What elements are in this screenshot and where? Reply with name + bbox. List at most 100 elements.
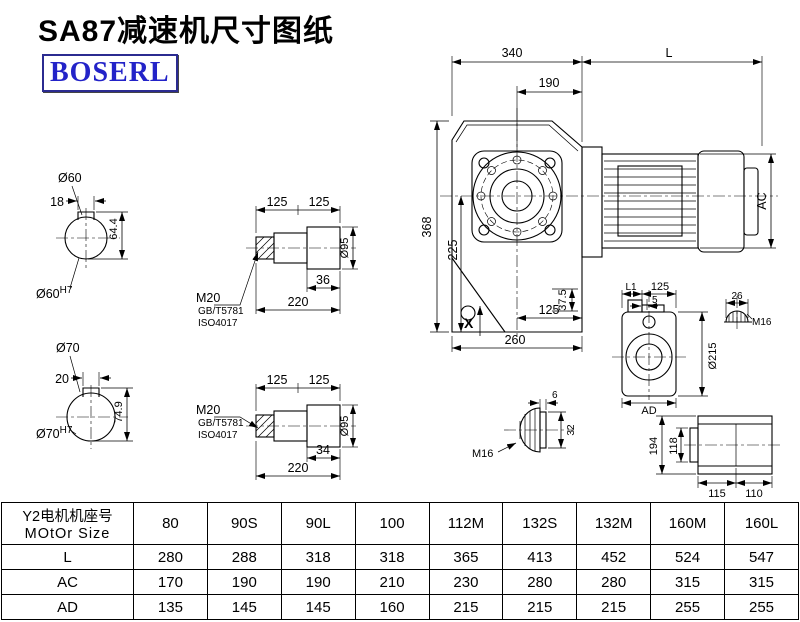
dim-5: 5 [652,295,658,306]
cell: 215 [502,594,578,620]
shaft-view-top: 125 125 36 220 Ø95 M20 GB/T5781 ISO4017 [196,195,358,329]
dim-125b-bottom: 125 [309,373,330,387]
dim-125-side: 125 [651,281,669,293]
cell: 288 [206,544,282,570]
cell: 135 [133,594,208,620]
cell: 280 [502,569,578,595]
cell: 524 [650,544,725,570]
cell: 255 [724,594,799,620]
technical-drawing-canvas: 340 L 190 368 225 37.5 125 260 X [36,46,780,500]
cell: 170 [133,569,208,595]
bore-70-tol: H7 [60,425,73,436]
label-m20-top: M20 [196,291,220,305]
header-en: MOtOr Size [24,526,111,542]
label-d70: Ø70 [56,341,80,355]
cell: 255 [650,594,725,620]
row-label-AD: AD [1,594,134,620]
motor-size-table: Y2电机机座号 MOtOr Size 80 90S 90L 100 112M 1… [1,502,799,620]
col-header-160l: 160L [724,502,799,545]
col-header-132s: 132S [502,502,578,545]
dim-125b-top: 125 [309,195,330,209]
dim-115: 115 [708,488,726,500]
cell: 215 [428,594,504,620]
cell: 210 [354,569,430,595]
row-label-L: L [1,544,134,570]
cell: 230 [428,569,504,595]
dim-18: 18 [50,195,64,209]
logo-text: BOSERL [50,57,170,88]
table-row-AD: AD 135 145 145 160 215 215 215 255 255 [1,594,799,620]
dim-6: 6 [552,390,558,401]
dim-L1: L1 [625,282,637,293]
col-header-90l: 90L [280,502,356,545]
dim-95-top: Ø95 [339,238,351,259]
cell: 315 [724,569,799,595]
bore-70: Ø70 [36,427,60,441]
dim-125a-bottom: 125 [267,373,288,387]
dim-110: 110 [745,488,763,500]
dim-118: 118 [668,437,680,455]
cell: 215 [576,594,652,620]
label-m16-side: M16 [752,317,772,328]
label-iso-bottom: ISO4017 [198,430,238,441]
cell: 145 [280,594,356,620]
dim-340: 340 [502,46,523,60]
cell: 318 [280,544,356,570]
label-gb-bottom: GB/T5781 [198,418,244,429]
dim-220-top: 220 [288,295,309,309]
cell: 145 [206,594,282,620]
dim-95-bottom: Ø95 [339,416,351,437]
bore-60-tol: H7 [60,285,73,296]
cell: 413 [502,544,578,570]
page-title: SA87减速机尺寸图纸 [38,15,335,48]
dim-34: 34 [316,443,330,457]
dim-64-4: 64.4 [108,218,120,239]
label-iso-top: ISO4017 [198,318,238,329]
dim-37-5: 37.5 [557,289,569,310]
dim-L: L [666,46,673,60]
dim-AD: AD [641,405,656,417]
table-row-AC: AC 170 190 190 210 230 280 280 315 315 [1,569,799,595]
dim-368: 368 [420,217,434,238]
table-row-L: L 280 288 318 318 365 413 452 524 547 [1,544,799,570]
dim-AC: AC [755,192,769,209]
plug-detail: 6 32 M16 [472,390,577,460]
boserl-logo: BOSERL [42,54,178,92]
table-header-label: Y2电机机座号 MOtOr Size [1,502,134,545]
dim-220-bottom: 220 [288,461,309,475]
cell: 280 [133,544,208,570]
label-d60: Ø60 [58,171,82,185]
row-label-AC: AC [1,569,134,595]
x-mark-label: X [464,315,474,331]
col-header-132m: 132M [576,502,652,545]
dim-260: 260 [505,333,526,347]
col-header-100: 100 [354,502,430,545]
shaft-section-60: 18 64.4 Ø60 Ø60H7 [36,171,128,301]
col-header-90s: 90S [206,502,282,545]
label-m16-plug: M16 [472,448,493,460]
bore-60: Ø60 [36,287,60,301]
col-header-80: 80 [133,502,208,545]
cell: 452 [576,544,652,570]
shaft-section-70: 20 74.9 Ø70 Ø70H7 [36,341,133,449]
dim-32: 32 [566,424,577,436]
shaft-view-bottom: 125 125 34 220 Ø95 M20 GB/T5781 ISO4017 [196,373,358,480]
gearbox-side-view: Ø215 L1 125 5 AD 26 [612,281,772,417]
dim-125a-top: 125 [267,195,288,209]
dim-74-9: 74.9 [113,401,125,422]
label-d60h7: Ø60H7 [36,285,73,301]
gearbox-front-view [440,108,778,340]
header-cn: Y2电机机座号 [22,509,113,525]
dim-26: 26 [731,291,743,302]
cell: 315 [650,569,725,595]
front-view-dimensions: 340 L 190 368 225 37.5 125 260 X [420,46,776,352]
dim-215: Ø215 [707,343,719,370]
label-m20-bottom: M20 [196,403,220,417]
cell: 365 [428,544,504,570]
col-header-112m: 112M [428,502,504,545]
cell: 318 [354,544,430,570]
label-gb-top: GB/T5781 [198,306,244,317]
cell: 160 [354,594,430,620]
dim-36: 36 [316,273,330,287]
